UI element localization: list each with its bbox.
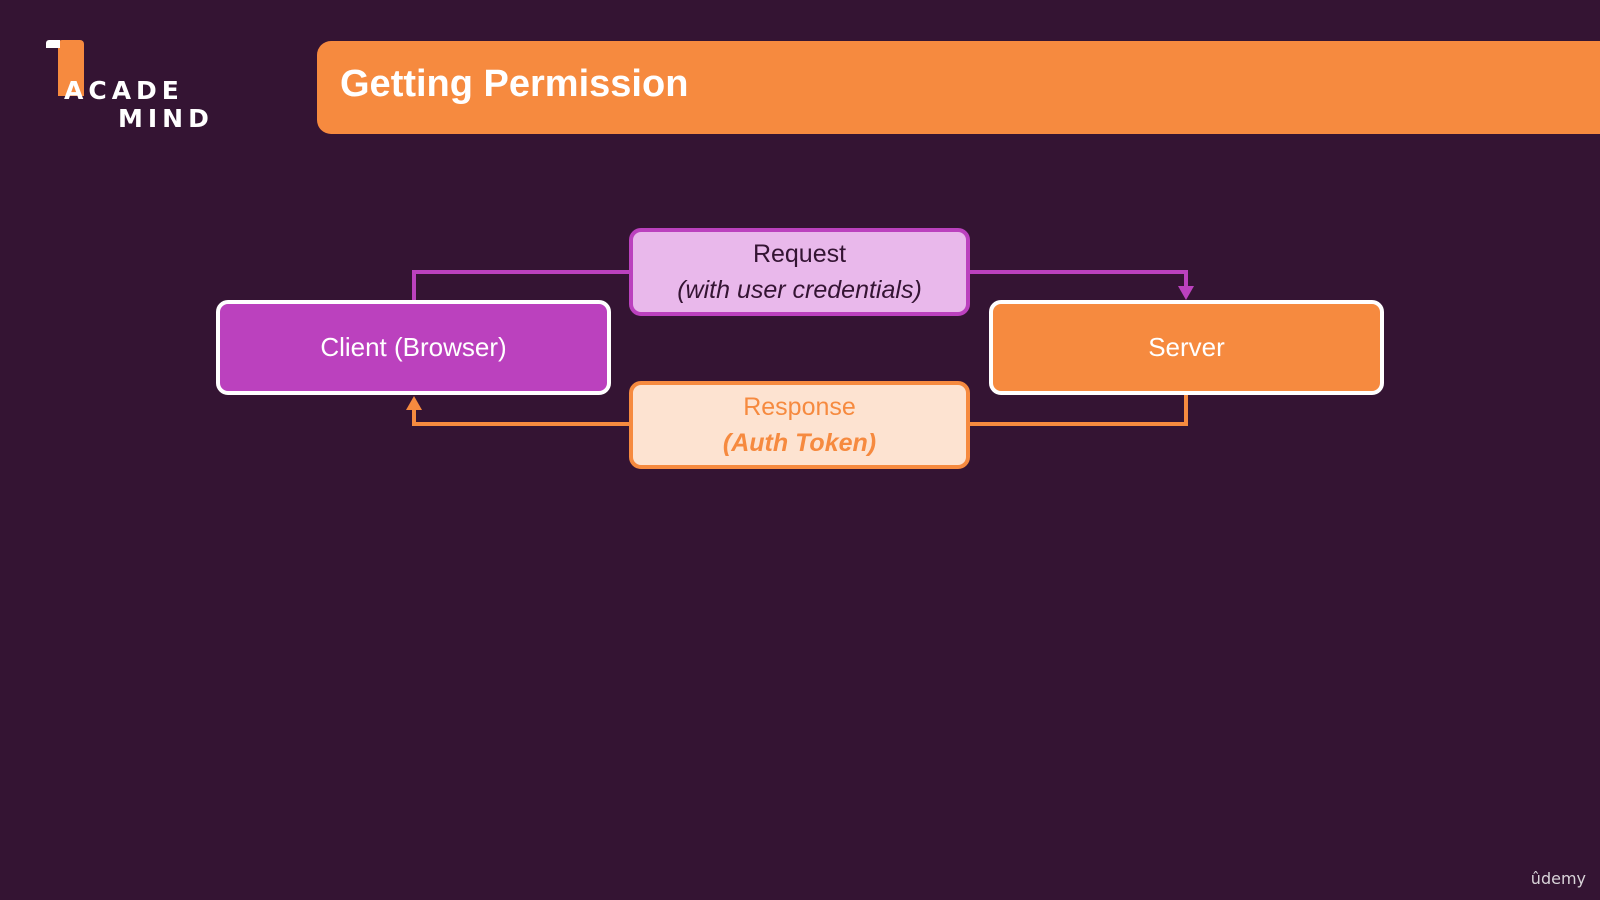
udemy-watermark: ûdemy	[1530, 869, 1586, 888]
academind-logo: ACADE MIND	[44, 38, 214, 133]
logo-flag-tip	[46, 40, 60, 48]
logo-flag-mark	[58, 40, 84, 96]
response-connector-right	[970, 395, 1188, 426]
client-box: Client (Browser)	[216, 300, 611, 395]
title-banner: Getting Permission	[317, 41, 1600, 134]
server-box: Server	[989, 300, 1384, 395]
request-detail: (with user credentials)	[677, 276, 922, 304]
client-label: Client (Browser)	[320, 332, 507, 362]
request-label: Request	[752, 240, 847, 268]
request-connector-left	[412, 270, 629, 300]
response-connector-left	[412, 406, 629, 426]
request-connector-right	[970, 270, 1188, 290]
response-detail: (Auth Token)	[722, 429, 877, 457]
response-label: Response	[743, 393, 856, 421]
logo-text-line2: MIND	[118, 104, 214, 133]
request-arrowhead	[1178, 286, 1194, 300]
response-box: Response (Auth Token)	[629, 381, 970, 469]
request-box: Request (with user credentials)	[629, 228, 970, 316]
server-label: Server	[1148, 332, 1225, 362]
page-title: Getting Permission	[340, 63, 689, 105]
logo-text-line1: ACADE	[64, 76, 184, 105]
response-arrowhead	[406, 396, 422, 410]
